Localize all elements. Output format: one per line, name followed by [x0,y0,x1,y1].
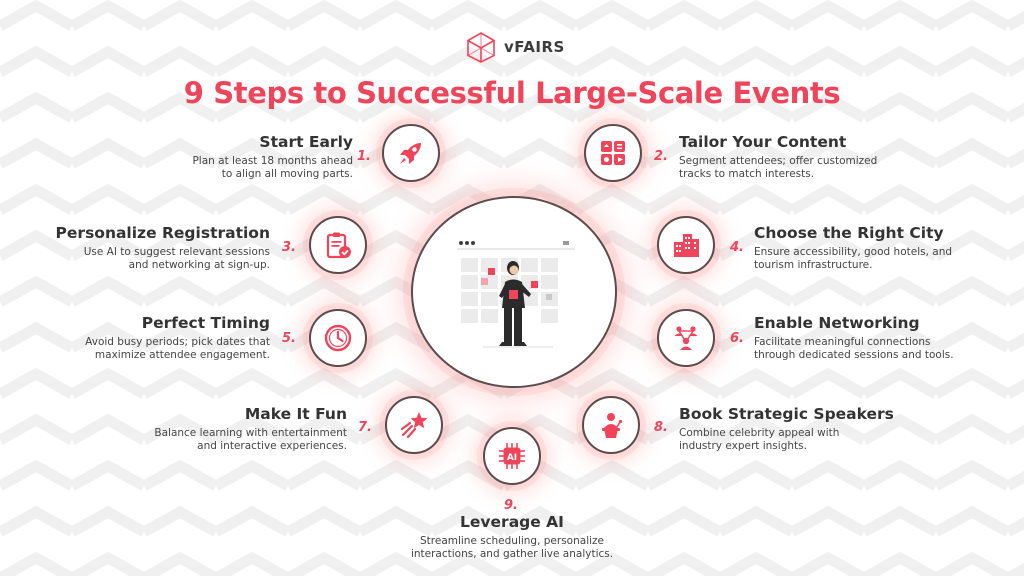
step-8-title: Book Strategic Speakers [679,405,894,423]
step-2-icon-circle [584,124,642,182]
step-7: Make It Fun Balance learning with entert… [154,405,347,453]
step-9-icon-circle: AI [483,427,541,485]
step-7-number: 7. [358,420,372,435]
step-3-desc-line1: Use AI to suggest relevant sessions [83,246,270,258]
step-1: Start Early Plan at least 18 months ahea… [192,133,353,181]
svg-text:AI: AI [507,453,517,463]
cube-logo-icon [467,32,495,63]
step-7-desc-line2: and interactive experiences. [197,440,347,452]
step-4-icon-circle [657,216,715,274]
step-7-title: Make It Fun [244,405,347,423]
step-9-desc-line1: Streamline scheduling, personalize [419,535,605,547]
vfairs-logo: vFAIRS [466,31,565,63]
page-title: 9 Steps to Successful Large-Scale Events [183,76,841,110]
step-8-desc-line1: Combine celebrity appeal with [679,427,840,439]
step-6-desc-line1: Facilitate meaningful connections [754,336,931,348]
speaker-podium-icon [602,413,623,438]
step-8-number: 8. [654,420,668,435]
step-1-icon-circle [382,124,440,182]
person-calendar-illustration [457,241,575,348]
step-6: Enable Networking Facilitate meaningful … [754,314,954,362]
step-2: Tailor Your Content Segment attendees; o… [679,133,877,181]
shooting-star-icon [400,412,428,439]
step-9: Leverage AI Streamline scheduling, perso… [362,513,662,561]
content-grid-icon [601,141,625,165]
step-3-title: Personalize Registration [55,224,270,242]
step-6-icon-circle [657,309,715,367]
step-5-title: Perfect Timing [141,314,270,332]
step-1-desc-line1: Plan at least 18 months ahead [192,155,353,167]
step-1-desc-line2: to align all moving parts. [221,168,353,180]
step-8-desc-line2: industry expert insights. [679,440,807,452]
step-9-number: 9. [504,498,518,513]
step-9-desc-line2: interactions, and gather live analytics. [410,548,614,560]
step-1-number: 1. [357,149,371,164]
ai-chip-icon: AI [499,443,525,469]
city-buildings-icon [674,234,699,257]
step-2-desc-line2: tracks to match interests. [679,168,815,180]
step-5-desc-line2: maximize attendee engagement. [94,349,270,361]
step-6-title: Enable Networking [754,314,920,332]
step-4-desc-line1: Ensure accessibility, good hotels, and [754,246,953,258]
step-5-icon-circle [309,309,367,367]
step-2-title: Tailor Your Content [679,133,847,151]
clock-icon [324,324,352,352]
step-3-icon-circle [309,216,367,274]
step-9-title: Leverage AI [460,513,564,531]
step-3-number: 3. [282,240,296,255]
step-8: Book Strategic Speakers Combine celebrit… [679,405,894,453]
rocket-icon [400,143,421,164]
step-4-title: Choose the Right City [754,224,944,242]
step-6-desc-line2: through dedicated sessions and tools. [754,349,954,361]
step-3: Personalize Registration Use AI to sugge… [56,224,270,272]
step-2-number: 2. [654,149,668,164]
step-5-desc-line1: Avoid busy periods; pick dates that [85,336,270,348]
network-people-icon [674,326,698,350]
step-4-number: 4. [730,240,744,255]
step-2-desc-line1: Segment attendees; offer customized [679,155,878,167]
step-7-icon-circle [385,396,443,454]
step-6-number: 6. [730,331,744,346]
step-1-title: Start Early [259,133,353,151]
step-8-icon-circle [582,396,640,454]
step-3-desc-line2: and networking at sign-up. [128,259,270,271]
step-7-desc-line1: Balance learning with entertainment [154,427,347,439]
step-4: Choose the Right City Ensure accessibili… [754,224,952,272]
step-5-number: 5. [282,331,296,346]
step-5: Perfect Timing Avoid busy periods; pick … [85,314,270,362]
step-4-desc-line2: tourism infrastructure. [754,259,873,271]
clipboard-check-icon [326,232,351,259]
center-illustration [411,196,617,388]
logo-text: vFAIRS [504,38,565,56]
